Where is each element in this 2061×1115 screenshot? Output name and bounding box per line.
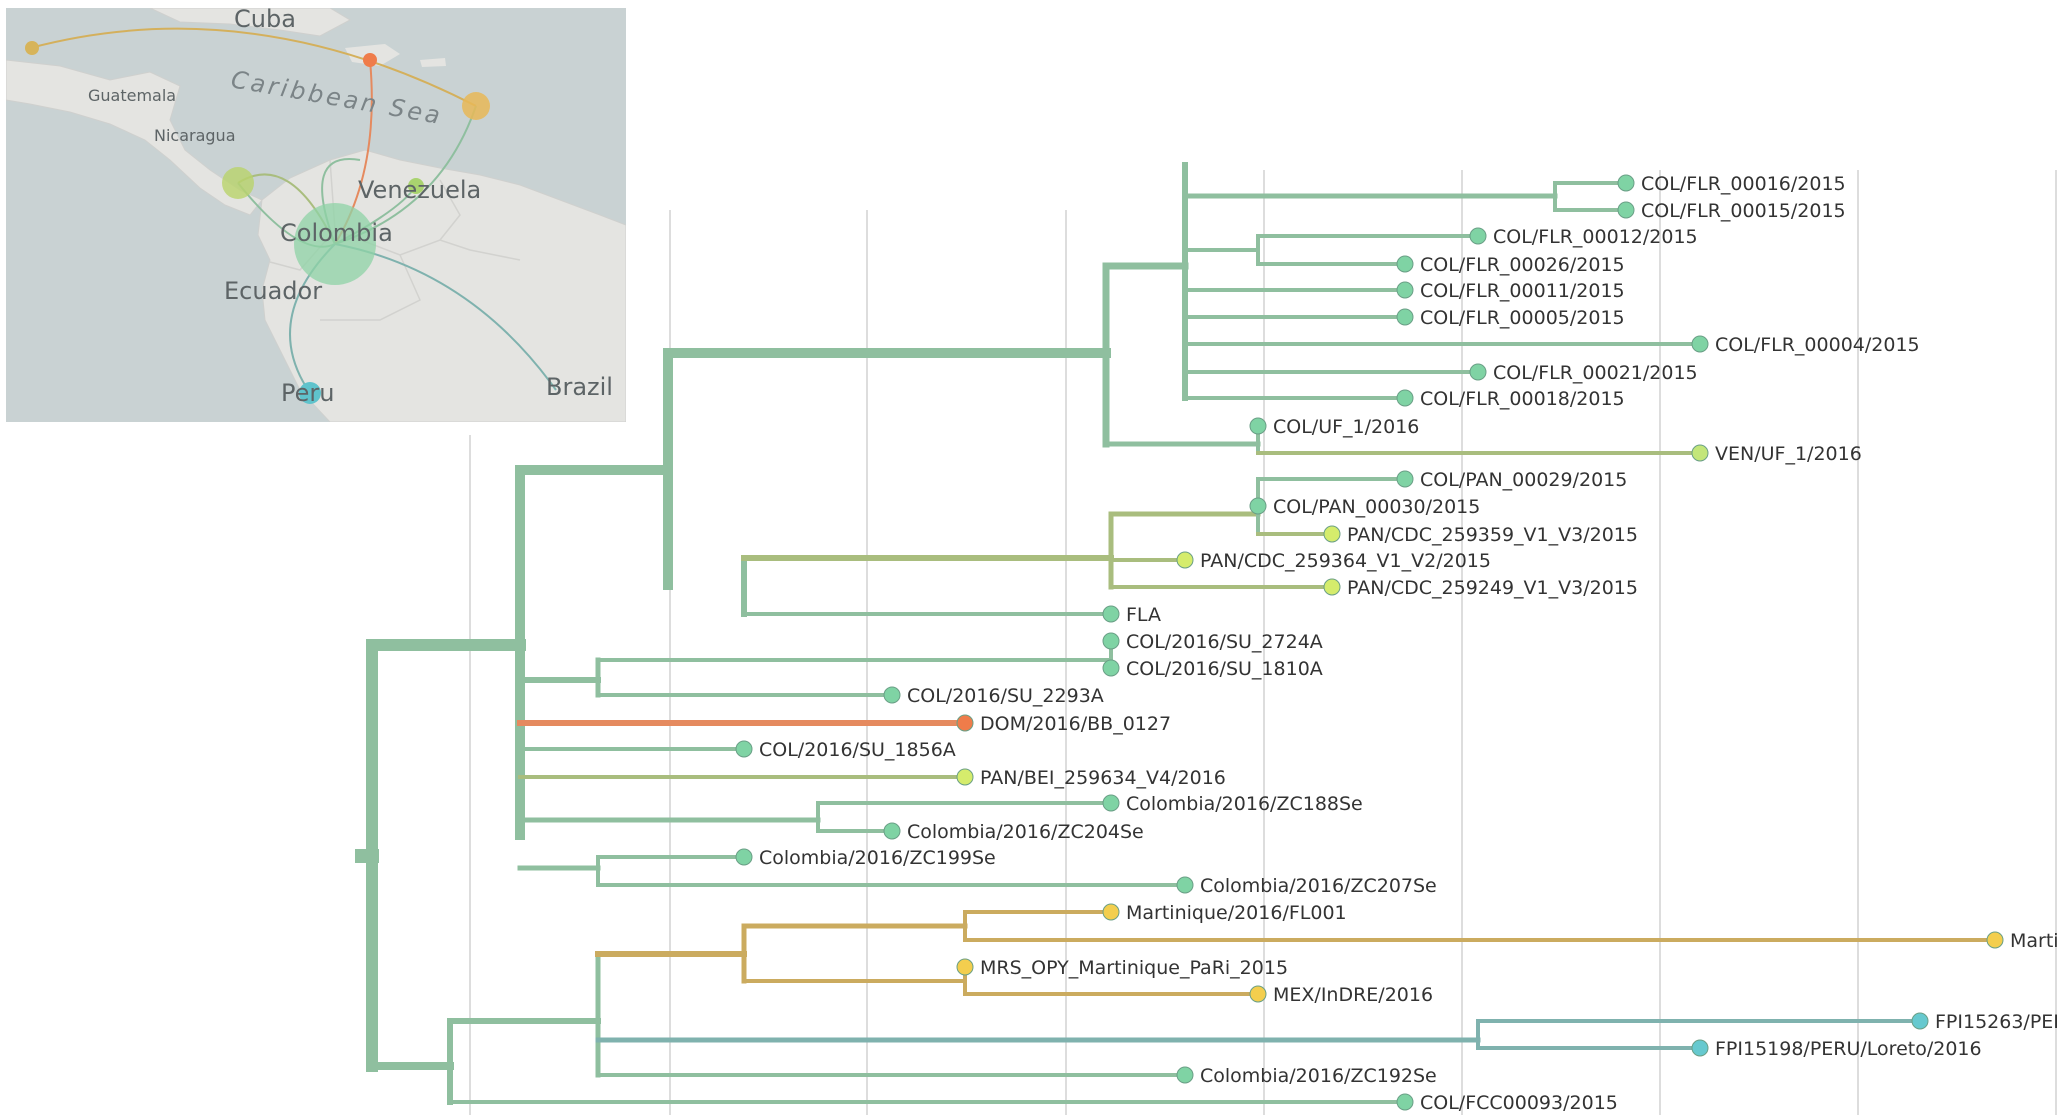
tip-label: Colombia/2016/ZC204Se [907, 821, 1144, 843]
tip-node[interactable] [1469, 227, 1487, 245]
tip-label: PAN/CDC_259364_V1_V2/2015 [1200, 550, 1491, 572]
tip-label: COL/FLR_00005/2015 [1420, 307, 1625, 329]
tip-node[interactable] [1249, 497, 1267, 515]
tip-node[interactable] [956, 958, 974, 976]
map-inset: Cuba Guatemala Nicaragua Caribbean Sea V… [6, 5, 626, 422]
tip-node[interactable] [1102, 605, 1120, 623]
tip-label: COL/FCC00093/2015 [1420, 1092, 1618, 1114]
map-label-colombia: Colombia [280, 219, 393, 247]
tip-label: FPI15263/PEI [1935, 1011, 2059, 1033]
tip-node[interactable] [1617, 174, 1635, 192]
tip-label: MRS_OPY_Martinique_PaRi_2015 [980, 957, 1288, 979]
tip-label: PAN/BEI_259634_V4/2016 [980, 767, 1226, 789]
map-land-central-america [6, 59, 263, 216]
tip-node[interactable] [1986, 931, 2004, 949]
tip-node[interactable] [883, 822, 901, 840]
tip-label: VEN/UF_1/2016 [1715, 443, 1862, 465]
tip-label: FPI15198/PERU/Loreto/2016 [1715, 1038, 1982, 1060]
tip-node[interactable] [1911, 1012, 1929, 1030]
tip-label: Martinique/2016/FL001 [1126, 902, 1347, 924]
tip-node[interactable] [1691, 1039, 1709, 1057]
map-bubble-colombia [294, 203, 376, 285]
map-bubble-peru [299, 382, 321, 404]
map-label-brazil: Brazil [546, 373, 613, 401]
map-land-puerto-rico [420, 58, 446, 67]
tip-node[interactable] [1102, 632, 1120, 650]
tip-node[interactable] [1396, 1093, 1414, 1111]
tip-label: COL/FLR_00011/2015 [1420, 280, 1625, 302]
tip-node[interactable] [1249, 417, 1267, 435]
tip-node[interactable] [735, 848, 753, 866]
tree-panel: COL/FLR_00016/2015COL/FLR_00015/2015COL/… [355, 162, 2059, 1115]
tip-node[interactable] [1176, 1066, 1194, 1084]
tip-label: FLA [1126, 604, 1161, 626]
map-label-peru: Peru [281, 379, 334, 407]
tip-node[interactable] [1102, 659, 1120, 677]
tip-node[interactable] [1176, 876, 1194, 894]
tip-label: Colombia/2016/ZC192Se [1200, 1065, 1437, 1087]
tip-node[interactable] [1396, 470, 1414, 488]
map-bubble-panama [222, 167, 254, 199]
tip-node[interactable] [1396, 308, 1414, 326]
tip-node[interactable] [1249, 985, 1267, 1003]
tip-label: COL/FLR_00015/2015 [1641, 200, 1846, 222]
tip-label: PAN/CDC_259359_V1_V3/2015 [1347, 524, 1638, 546]
tip-label: COL/FLR_00012/2015 [1493, 226, 1698, 248]
tip-node[interactable] [1102, 794, 1120, 812]
tip-label: Colombia/2016/ZC199Se [759, 847, 996, 869]
map-bubble-dominican-republic [363, 53, 377, 67]
tip-label: MEX/InDRE/2016 [1273, 984, 1433, 1006]
tip-node[interactable] [1396, 255, 1414, 273]
map-bubble-venezuela [408, 178, 424, 194]
tip-node[interactable] [883, 686, 901, 704]
map-label-nicaragua: Nicaragua [154, 126, 236, 145]
map-label-ecuador: Ecuador [224, 277, 322, 305]
tree-tips: COL/FLR_00016/2015COL/FLR_00015/2015COL/… [735, 173, 2059, 1114]
tip-label: COL/2016/SU_2293A [907, 685, 1104, 707]
tip-label: COL/2016/SU_1810A [1126, 658, 1323, 680]
map-label-guatemala: Guatemala [88, 86, 176, 105]
map-label-cuba: Cuba [234, 5, 296, 33]
tip-label: COL/2016/SU_2724A [1126, 631, 1323, 653]
tip-label: COL/FLR_00021/2015 [1493, 362, 1698, 384]
tip-label: PAN/CDC_259249_V1_V3/2015 [1347, 577, 1638, 599]
tip-node[interactable] [956, 768, 974, 786]
tip-node[interactable] [1396, 281, 1414, 299]
tip-label: COL/2016/SU_1856A [759, 739, 956, 761]
tip-label: COL/PAN_00030/2015 [1273, 496, 1480, 518]
tip-node[interactable] [1396, 389, 1414, 407]
tip-node[interactable] [1102, 903, 1120, 921]
tip-label: Marti [2010, 930, 2059, 952]
map-land-cuba [149, 8, 352, 37]
map-bubble-martinique [462, 92, 490, 120]
tip-label: COL/FLR_00004/2015 [1715, 334, 1920, 356]
tip-label: COL/UF_1/2016 [1273, 416, 1419, 438]
tip-label: COL/FLR_00016/2015 [1641, 173, 1846, 195]
tip-node[interactable] [956, 714, 974, 732]
tip-node[interactable] [1469, 363, 1487, 381]
tip-label: Colombia/2016/ZC207Se [1200, 875, 1437, 897]
tip-node[interactable] [1691, 444, 1709, 462]
tip-node[interactable] [735, 740, 753, 758]
tip-node[interactable] [1323, 525, 1341, 543]
tip-label: COL/PAN_00029/2015 [1420, 469, 1627, 491]
tip-node[interactable] [1617, 201, 1635, 219]
tip-label: Colombia/2016/ZC188Se [1126, 793, 1363, 815]
map-label-venezuela: Venezuela [358, 176, 481, 204]
tip-node[interactable] [1691, 335, 1709, 353]
tip-label: COL/FLR_00026/2015 [1420, 254, 1625, 276]
tip-label: DOM/2016/BB_0127 [980, 713, 1171, 735]
tree-branches [355, 162, 1997, 1105]
tip-node[interactable] [1176, 551, 1194, 569]
tip-node[interactable] [1323, 578, 1341, 596]
map-bubble-mexico [25, 41, 39, 55]
tip-label: COL/FLR_00018/2015 [1420, 388, 1625, 410]
